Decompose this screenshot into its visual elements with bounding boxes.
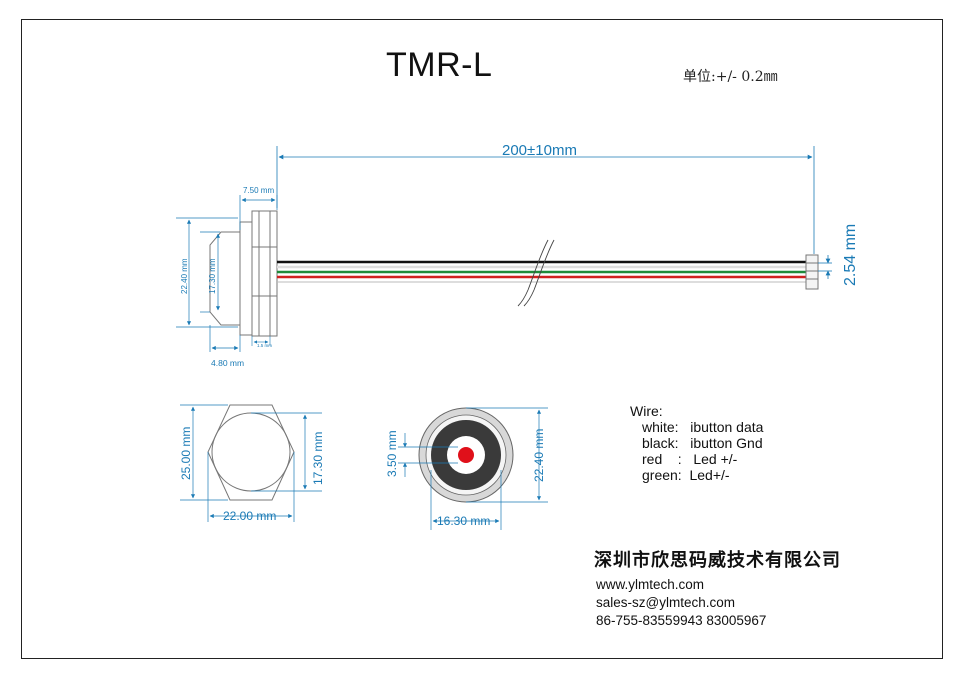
hex-inner-label: 17.30 mm <box>311 432 325 485</box>
wire-row-white: white: ibutton data <box>642 419 764 435</box>
cable-wires <box>277 260 806 283</box>
face-view <box>418 407 514 503</box>
drawing-frame <box>21 19 943 659</box>
side-view <box>209 210 278 337</box>
hex-nut-view <box>207 404 295 501</box>
nut-profile <box>251 210 278 337</box>
email-text: sales-sz@ylmtech.com <box>596 595 735 610</box>
cable-length-label: 200±10mm <box>502 142 577 159</box>
led-dot-label: 3.50 mm <box>385 430 399 477</box>
head-thickness-label: 4.80 mm <box>211 358 244 368</box>
nut-width-label: 7.50 mm <box>243 186 274 195</box>
unit-note: 单位:+/- 0.2㎜ <box>683 69 778 85</box>
wire-legend: Wire: white: ibutton data black: ibutton… <box>630 403 763 483</box>
body-height-label: 17.30 mm <box>208 258 217 294</box>
led-dot <box>458 447 474 463</box>
head-height-label: 22.40 mm <box>180 258 189 294</box>
website-text: www.ylmtech.com <box>596 577 705 592</box>
contact-block: www.ylmtech.com sales-sz@ylmtech.com 86-… <box>596 576 766 630</box>
body-profile <box>239 221 253 336</box>
connector <box>805 254 819 290</box>
cable-length-dimension <box>276 146 815 254</box>
wire-row-green: green: Led+/- <box>642 467 730 483</box>
hex-height-label: 25.00 mm <box>179 427 193 480</box>
phone-text: 86-755-83559943 83005967 <box>596 613 767 628</box>
wire-row-red: red : Led +/- <box>642 451 738 467</box>
pitch-label: 2.54 mm <box>842 224 859 286</box>
pitch-dimension <box>818 255 832 279</box>
company-name: 深圳市欣思码威技术有限公司 <box>594 550 841 571</box>
drawing-title: TMR-L <box>386 46 493 84</box>
face-width-label: 16.30 mm <box>437 514 490 528</box>
cable-break-mark <box>517 239 555 307</box>
wire-legend-header: Wire: <box>630 403 663 419</box>
face-height-label: 22.40 mm <box>532 429 546 482</box>
gap-label: 1.5 mm <box>257 343 272 348</box>
hex-width-label: 22.00 mm <box>223 509 276 523</box>
wire-row-black: black: ibutton Gnd <box>642 435 763 451</box>
